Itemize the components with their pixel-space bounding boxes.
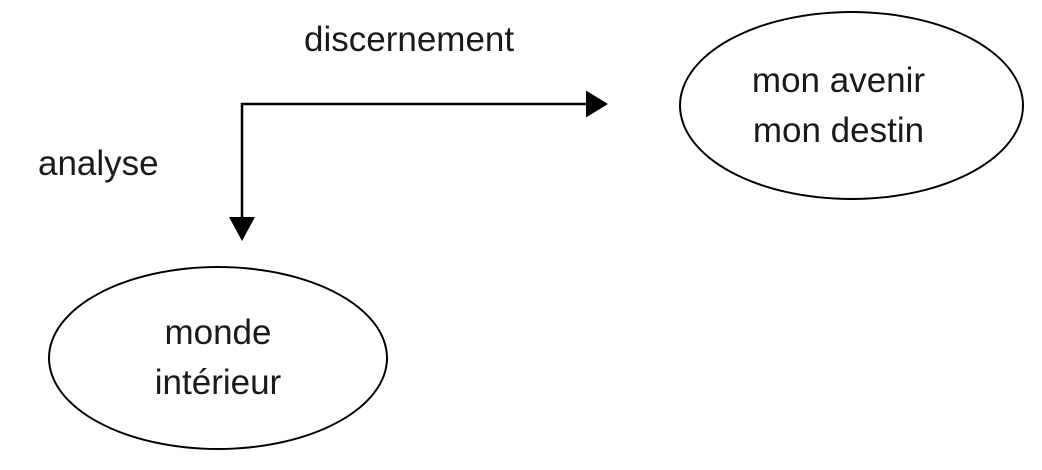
node-mon-avenir-line1: mon avenir	[751, 60, 926, 100]
node-mon-avenir-line2: mon destin	[752, 110, 925, 150]
node-monde-interieur-line2: intérieur	[154, 363, 282, 402]
edge-label-discernement: discernement	[304, 20, 515, 59]
down-arrowhead-icon	[229, 217, 255, 241]
node-monde-interieur-text: monde intérieur	[155, 308, 281, 408]
elbow-connector-line	[240, 102, 586, 218]
edge-label-analyse: analyse	[38, 144, 159, 183]
node-mon-avenir-text: mon avenir mon destin	[752, 56, 925, 156]
right-arrowhead-icon	[586, 90, 608, 118]
node-monde-interieur: monde intérieur	[48, 266, 388, 450]
node-monde-interieur-line1: monde	[164, 313, 272, 352]
node-mon-avenir-mon-destin: mon avenir mon destin	[679, 11, 1024, 200]
